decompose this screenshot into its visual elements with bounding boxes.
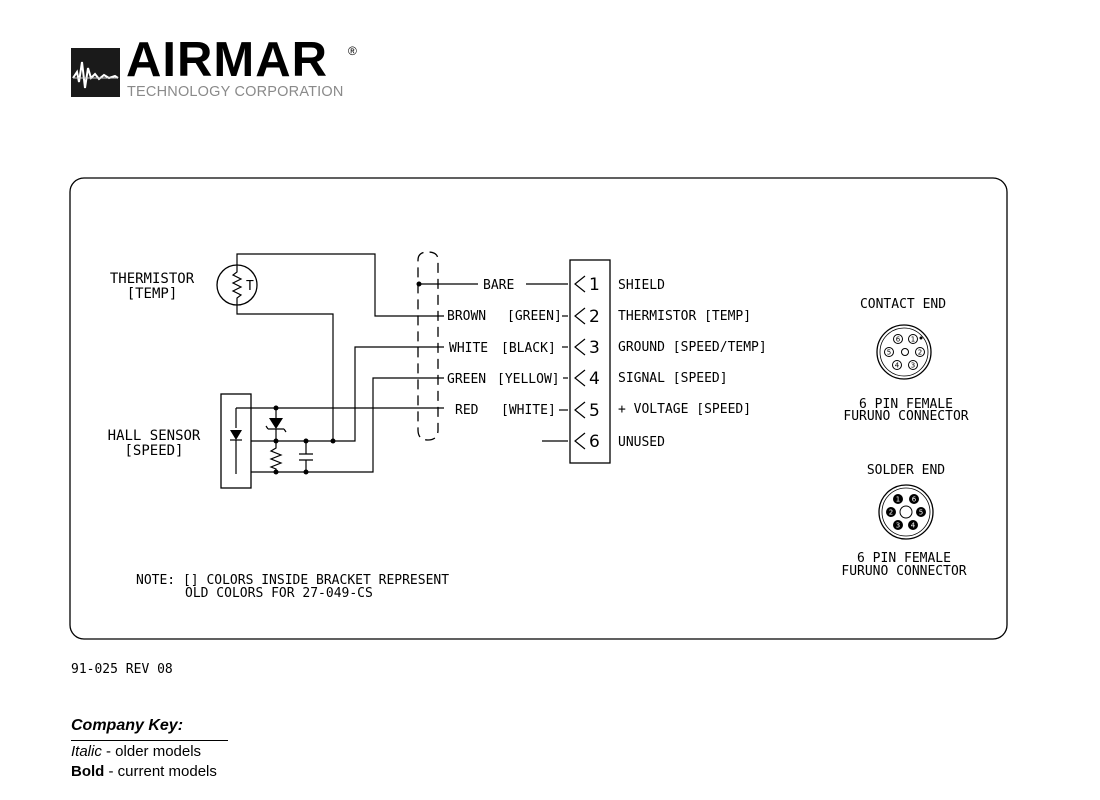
thermistor-icon: T (216, 264, 258, 306)
company-key-title: Company Key: (71, 717, 184, 734)
svg-text:1: 1 (896, 496, 900, 504)
svg-text:6: 6 (896, 336, 901, 344)
solder-end-title: SOLDER END (867, 463, 945, 478)
svg-text:4: 4 (911, 522, 916, 530)
wire-color-bare: BARE (483, 278, 514, 293)
svg-text:3: 3 (911, 362, 915, 370)
pin-function-2: THERMISTOR [TEMP] (618, 309, 751, 324)
pin-number-6: 6 (589, 432, 600, 452)
solder-end-caption-2: FURUNO CONNECTOR (841, 564, 966, 579)
bold-word: Bold (71, 763, 105, 780)
pin-function-5: + VOLTAGE [SPEED] (618, 402, 751, 417)
brand-name: AIRMAR (126, 33, 328, 87)
pin-function-6: UNUSED (618, 435, 665, 450)
thermistor-label-temp: [TEMP] (127, 286, 178, 302)
italic-word: Italic (71, 743, 102, 760)
svg-text:3: 3 (896, 522, 900, 530)
pin-function-4: SIGNAL [SPEED] (618, 371, 728, 386)
pin-number-2: 2 (589, 307, 600, 327)
note-line-2: OLD COLORS FOR 27-049-CS (185, 586, 373, 601)
svg-text:T: T (246, 279, 254, 294)
company-key-bold-row: Bold - current models (71, 763, 217, 780)
diagram-border (69, 177, 1008, 640)
bold-desc: - current models (104, 763, 217, 780)
cable-shield (417, 251, 439, 441)
svg-text:6: 6 (912, 496, 917, 504)
company-key-italic-row: Italic - older models (71, 743, 201, 760)
pin-function-3: GROUND [SPEED/TEMP] (618, 340, 767, 355)
wire-old-color-black: [BLACK] (501, 341, 556, 356)
wire-color-red: RED (455, 403, 479, 418)
pin-number-4: 4 (589, 369, 600, 389)
registered-mark: ® (348, 44, 357, 58)
svg-text:2: 2 (918, 349, 922, 357)
solder-end-connector-icon: 1 2 3 4 5 6 (878, 484, 934, 540)
svg-text:4: 4 (895, 362, 900, 370)
pin-number-5: 5 (589, 401, 600, 421)
connector-block (569, 259, 611, 464)
resistor-icon (269, 441, 283, 472)
airmar-logo-icon (71, 48, 120, 97)
brand-subtitle: TECHNOLOGY CORPORATION (127, 84, 344, 100)
solder-end-caption: 6 PIN FEMALE (857, 551, 951, 566)
wire-old-color-green: [GREEN] (507, 309, 562, 324)
hall-sensor-label: HALL SENSOR (108, 428, 201, 444)
wire-old-color-yellow: [YELLOW] (497, 372, 560, 387)
document-number: 91-025 REV 08 (71, 662, 173, 677)
wire-old-color-white: [WHITE] (501, 403, 556, 418)
svg-text:2: 2 (889, 509, 893, 517)
capacitor-icon (299, 441, 313, 472)
company-key-divider (71, 740, 228, 741)
note-line-1: NOTE: [] COLORS INSIDE BRACKET REPRESENT (136, 573, 449, 588)
wire-color-green: GREEN (447, 372, 486, 387)
svg-text:5: 5 (919, 509, 923, 517)
thermistor-label: THERMISTOR (110, 271, 195, 287)
zener-diode-icon (265, 408, 287, 441)
italic-desc: - older models (101, 743, 202, 760)
pin-number-1: 1 (589, 275, 600, 295)
wire-color-brown: BROWN (447, 309, 486, 324)
wire-color-white: WHITE (449, 341, 488, 356)
pin-number-3: 3 (589, 338, 600, 358)
svg-text:5: 5 (887, 349, 891, 357)
pin-function-1: SHIELD (618, 278, 665, 293)
contact-end-caption: 6 PIN FEMALE (859, 397, 953, 412)
svg-text:1: 1 (911, 336, 915, 344)
contact-end-connector-icon: 1 2 3 4 5 6 (876, 324, 932, 380)
hall-sensor-label-speed: [SPEED] (124, 443, 183, 459)
contact-end-title: CONTACT END (860, 297, 946, 312)
contact-end-caption-2: FURUNO CONNECTOR (843, 409, 968, 424)
